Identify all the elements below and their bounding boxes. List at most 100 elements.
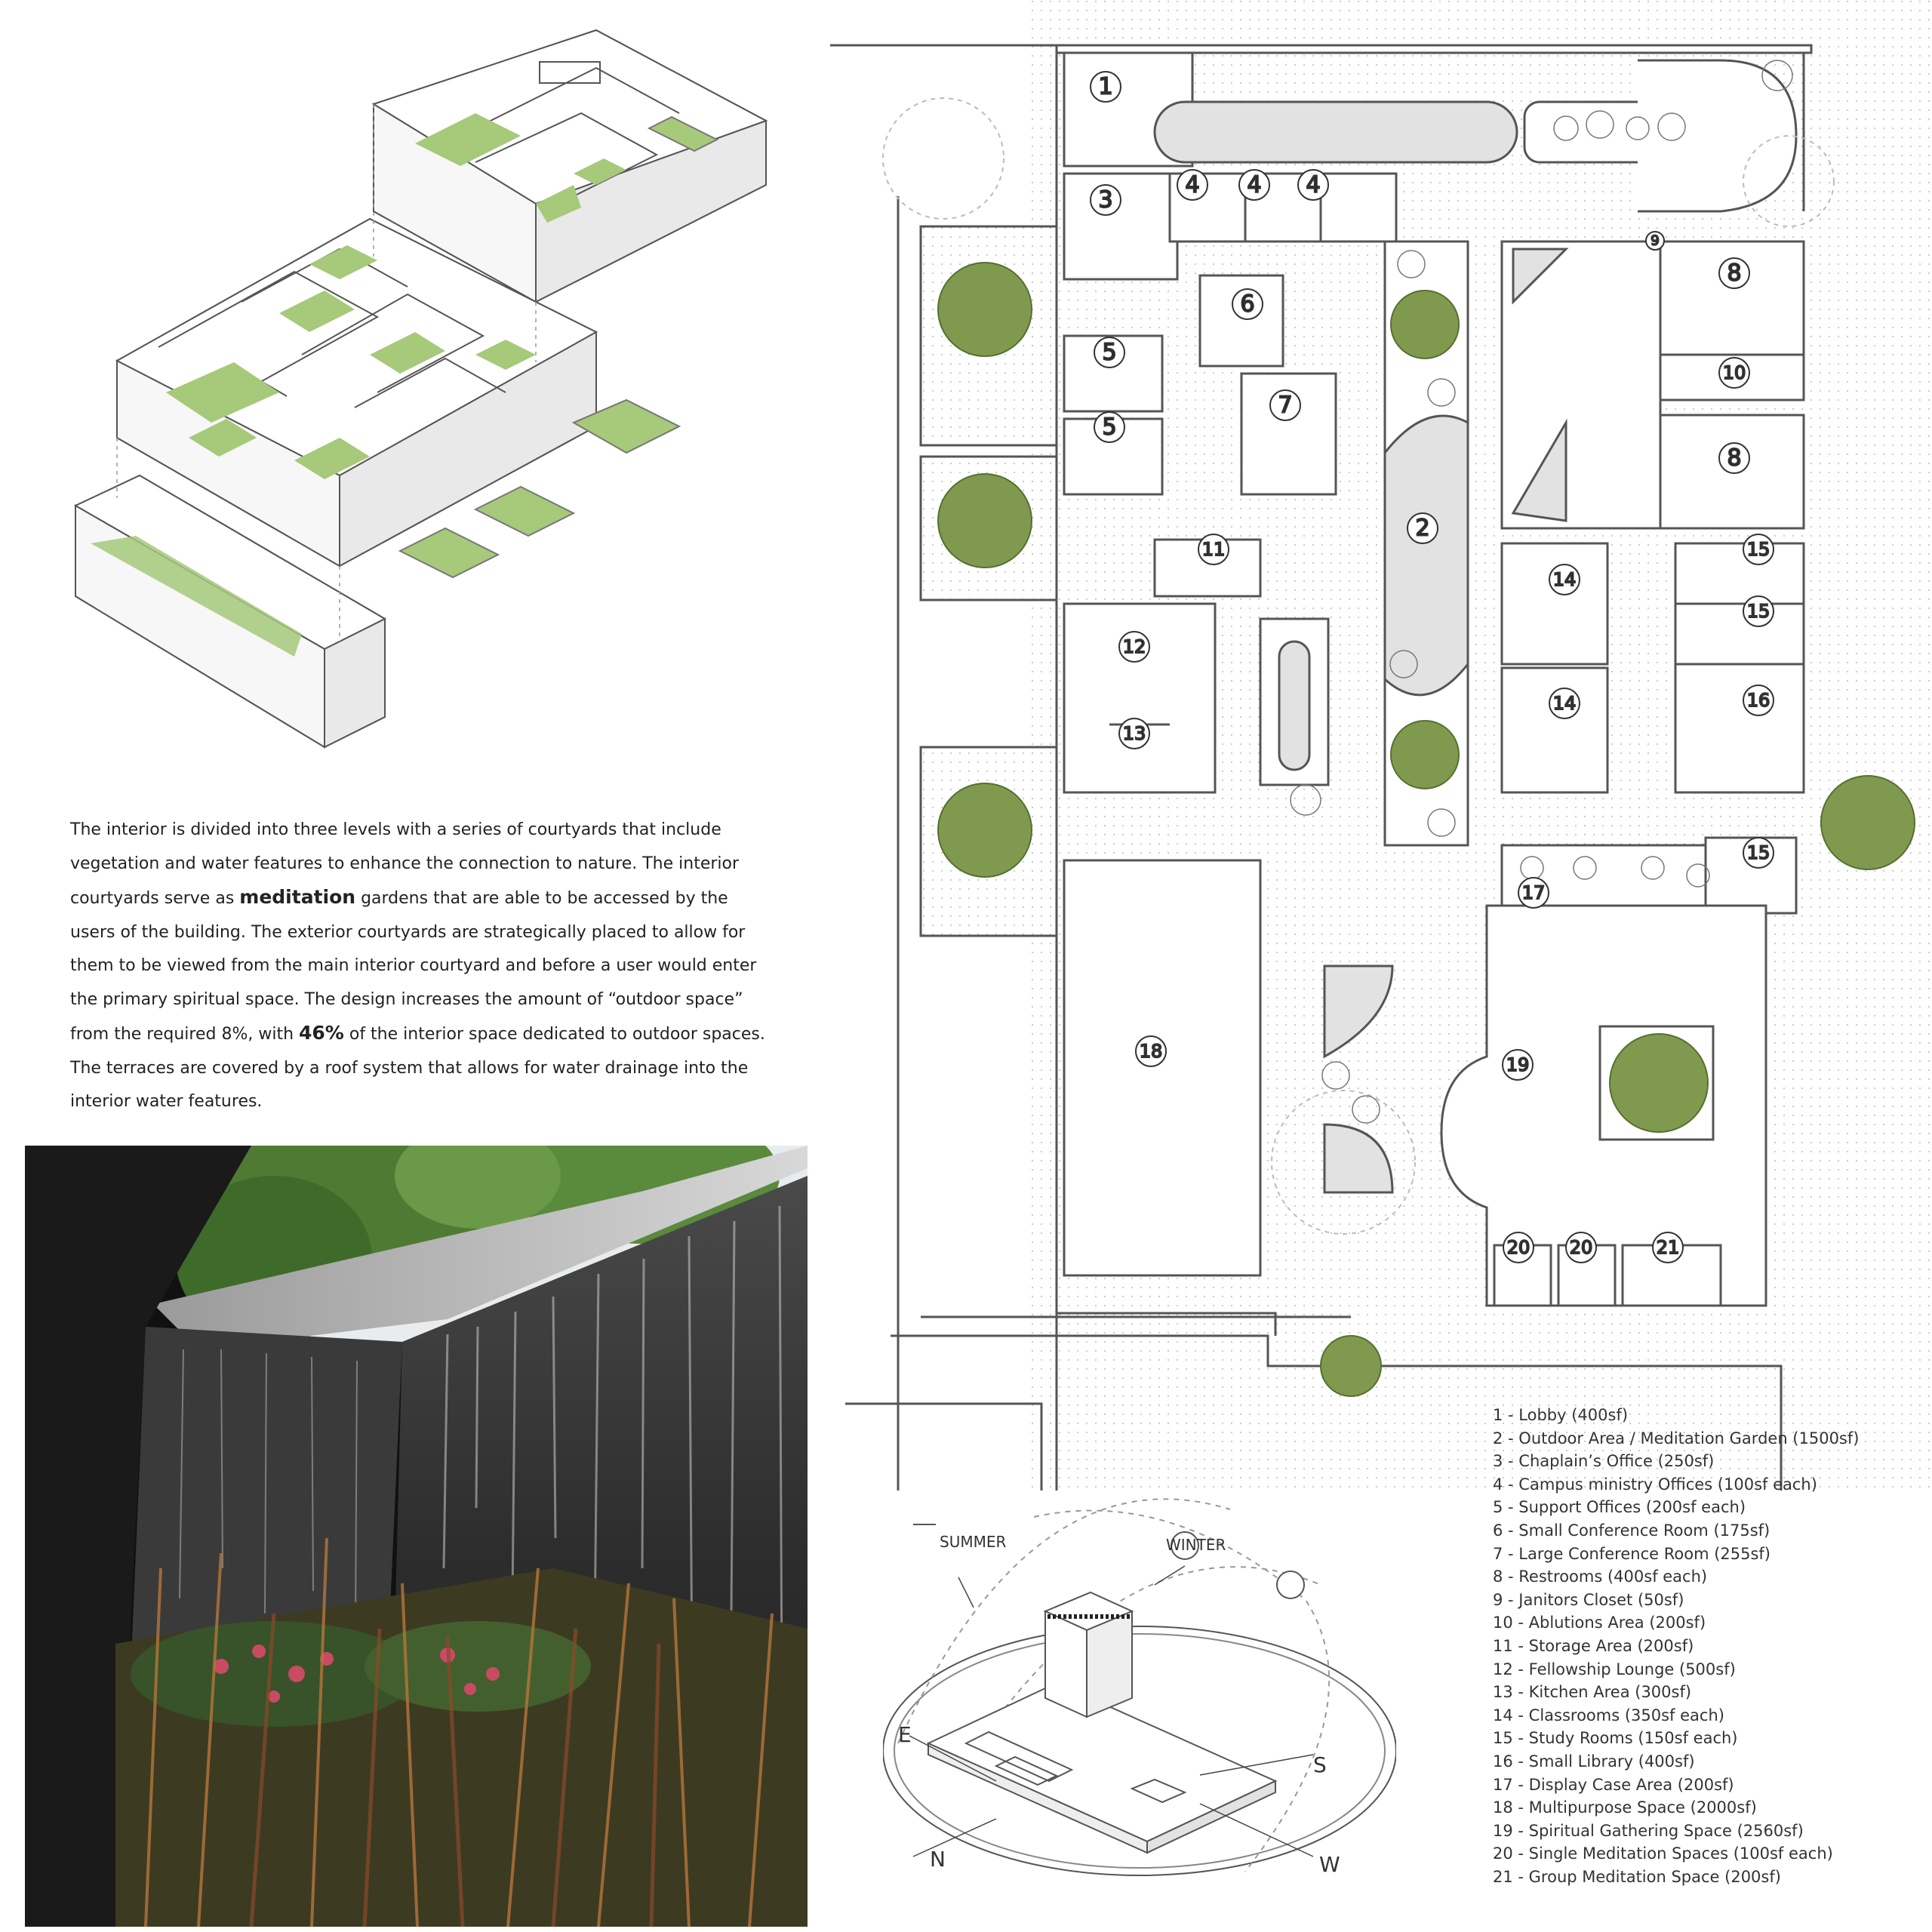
legend-item: 4 - Campus ministry Offices (100sf each)	[1493, 1475, 1817, 1494]
description-intro: The interior is divided into three level…	[70, 820, 740, 908]
legend-item: 6 - Small Conference Room (175sf)	[1493, 1521, 1770, 1540]
description-bold-percent: 46%	[299, 1022, 344, 1044]
svg-text:4: 4	[1306, 172, 1320, 198]
svg-text:14: 14	[1553, 693, 1577, 714]
svg-text:2: 2	[1415, 515, 1429, 542]
svg-text:10: 10	[1723, 362, 1746, 383]
room-legend: 1 - Lobby (400sf) 2 - Outdoor Area / Med…	[1493, 1404, 1915, 1888]
room-label-3: 3	[1090, 184, 1121, 216]
room-label-20b: 20	[1565, 1232, 1597, 1263]
tree-symbols	[937, 60, 1915, 1397]
legend-item: 9 - Janitors Closet (50sf)	[1493, 1590, 1684, 1609]
description-bold-meditation: meditation	[239, 886, 356, 908]
legend-item: 15 - Study Rooms (150sf each)	[1493, 1729, 1738, 1748]
svg-text:19: 19	[1506, 1054, 1530, 1075]
legend-item: 10 - Ablutions Area (200sf)	[1493, 1614, 1706, 1632]
sun-summer-icon	[1171, 1531, 1199, 1560]
room-label-13: 13	[1118, 718, 1150, 749]
room-label-1: 1	[1090, 71, 1121, 103]
svg-text:9: 9	[1651, 233, 1659, 249]
svg-text:15: 15	[1747, 601, 1770, 622]
room-label-4c: 4	[1297, 169, 1329, 201]
sun-path-diagram: SUMMER WINTER E S N W	[883, 1498, 1396, 1877]
legend-item: 19 - Spiritual Gathering Space (2560sf)	[1493, 1821, 1804, 1840]
legend-item: 16 - Small Library (400sf)	[1493, 1752, 1695, 1770]
floor-plan: 1 2 3 4 4 4 5 5 6 7 8 8 9 10 11 12 13 14…	[823, 0, 1932, 1491]
legend-item: 3 - Chaplain’s Office (250sf)	[1493, 1452, 1715, 1471]
room-label-21: 21	[1652, 1232, 1684, 1263]
room-label-14a: 14	[1549, 564, 1580, 595]
legend-item: 12 - Fellowship Lounge (500sf)	[1493, 1660, 1736, 1678]
room-label-2: 2	[1407, 512, 1438, 544]
exploded-axonometric-diagram	[73, 29, 768, 749]
north-label: N	[930, 1847, 946, 1872]
svg-text:3: 3	[1098, 187, 1112, 214]
svg-text:8: 8	[1727, 445, 1741, 472]
svg-text:11: 11	[1202, 539, 1226, 560]
room-label-7: 7	[1269, 389, 1301, 421]
room-label-15b: 15	[1743, 595, 1774, 627]
svg-text:1: 1	[1098, 74, 1112, 100]
svg-text:6: 6	[1240, 291, 1254, 318]
legend-item: 21 - Group Meditation Space (200sf)	[1493, 1867, 1781, 1886]
room-label-15c: 15	[1743, 837, 1774, 869]
legend-item: 7 - Large Conference Room (255sf)	[1493, 1544, 1771, 1563]
room-label-15a: 15	[1743, 534, 1774, 565]
svg-text:15: 15	[1747, 842, 1770, 863]
room-label-19: 19	[1502, 1049, 1534, 1081]
legend-item: 18 - Multipurpose Space (2000sf)	[1493, 1798, 1757, 1817]
legend-item: 8 - Restrooms (400sf each)	[1493, 1567, 1708, 1586]
svg-text:21: 21	[1657, 1237, 1680, 1258]
svg-text:5: 5	[1102, 414, 1116, 441]
room-label-4a: 4	[1177, 169, 1208, 201]
svg-text:4: 4	[1247, 172, 1261, 198]
room-label-6: 6	[1232, 288, 1263, 320]
svg-text:5: 5	[1102, 340, 1116, 366]
description-middle: gardens that are able to be accessed by …	[70, 889, 757, 1044]
legend-item: 1 - Lobby (400sf)	[1493, 1406, 1629, 1424]
design-description: The interior is divided into three level…	[70, 814, 772, 1119]
legend-item: 20 - Single Meditation Spaces (100sf eac…	[1493, 1844, 1833, 1863]
room-label-20a: 20	[1503, 1232, 1534, 1263]
svg-text:15: 15	[1747, 539, 1770, 560]
room-label-8a: 8	[1718, 257, 1750, 289]
south-label: S	[1313, 1752, 1327, 1777]
room-labels: 1 2 3 4 4 4 5 5 6 7 8 8 9 10 11 12 13 14…	[1090, 71, 1774, 1263]
legend-item: 17 - Display Case Area (200sf)	[1493, 1775, 1734, 1794]
room-label-5b: 5	[1094, 411, 1125, 443]
room-label-18: 18	[1135, 1035, 1167, 1067]
room-label-5a: 5	[1094, 337, 1125, 368]
svg-text:17: 17	[1522, 882, 1546, 903]
room-label-16: 16	[1743, 685, 1774, 716]
svg-text:20: 20	[1507, 1237, 1531, 1258]
description-outro: of the interior space dedicated to outdo…	[70, 1025, 765, 1111]
svg-text:20: 20	[1570, 1237, 1593, 1258]
sun-winter-icon	[1276, 1571, 1305, 1599]
legend-item: 14 - Classrooms (350sf each)	[1493, 1706, 1724, 1724]
legend-item: 13 - Kitchen Area (300sf)	[1493, 1683, 1692, 1702]
room-label-10: 10	[1718, 357, 1750, 389]
lower-level-block	[73, 474, 387, 749]
room-label-12: 12	[1118, 631, 1150, 663]
upper-level-block	[371, 29, 768, 303]
legend-item: 11 - Storage Area (200sf)	[1493, 1636, 1694, 1655]
svg-text:14: 14	[1553, 569, 1577, 590]
ground-ellipse	[883, 1626, 1396, 1876]
svg-text:7: 7	[1278, 392, 1292, 419]
svg-text:4: 4	[1185, 172, 1199, 198]
summer-label: SUMMER	[940, 1533, 1006, 1551]
svg-text:12: 12	[1123, 636, 1146, 657]
meditation-garden-render	[25, 1146, 808, 1927]
svg-text:16: 16	[1747, 690, 1770, 711]
room-label-14b: 14	[1549, 688, 1580, 719]
middle-level-block	[115, 217, 681, 579]
svg-text:18: 18	[1140, 1041, 1163, 1062]
west-label: W	[1319, 1852, 1340, 1877]
room-label-8b: 8	[1718, 442, 1750, 474]
svg-text:8: 8	[1727, 260, 1741, 287]
room-label-4b: 4	[1238, 169, 1270, 201]
room-label-9: 9	[1645, 231, 1665, 251]
winter-label: WINTER	[1166, 1536, 1226, 1554]
east-label: E	[898, 1722, 912, 1747]
room-label-17: 17	[1518, 877, 1549, 909]
